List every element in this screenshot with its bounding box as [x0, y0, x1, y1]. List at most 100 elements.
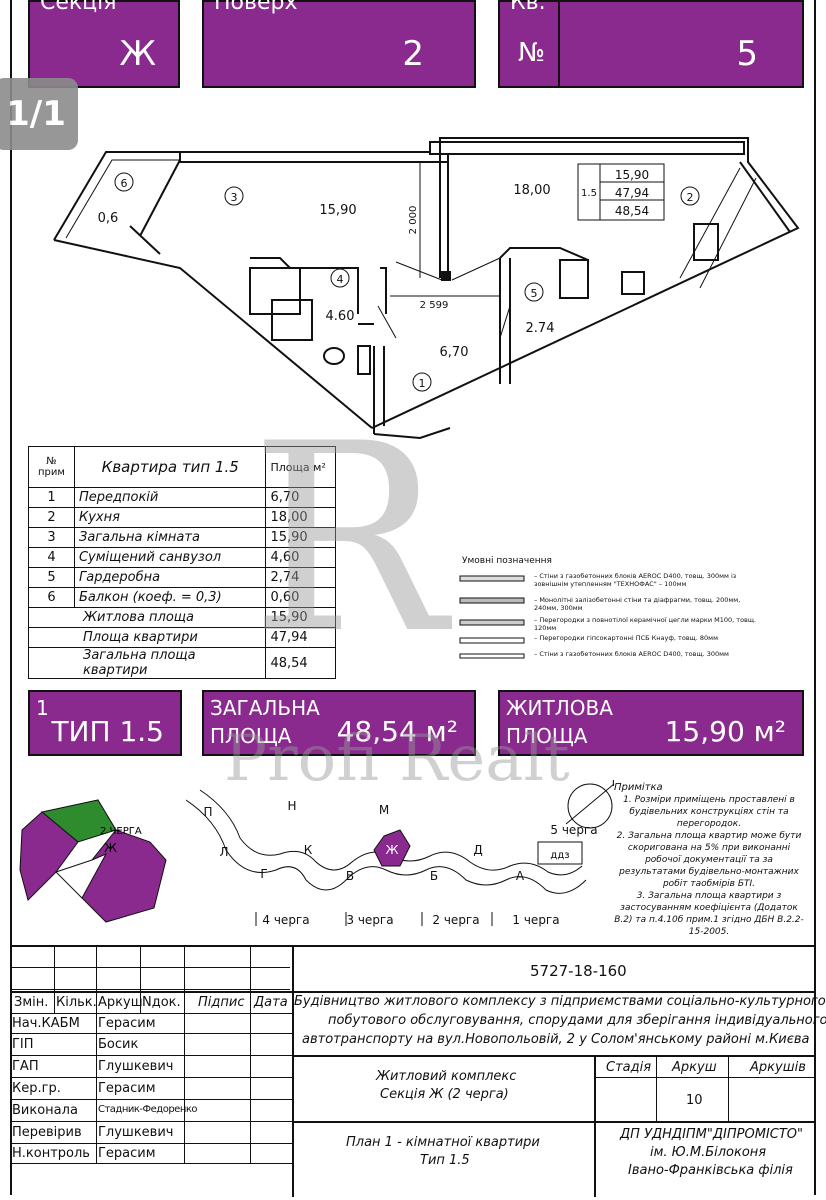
- site-section-label: Б: [430, 869, 438, 883]
- staff-name: Герасим: [98, 1081, 156, 1096]
- section-label: Секція: [40, 0, 117, 15]
- staff-name: Стадник-Федоренко: [98, 1104, 198, 1115]
- total-area-value: 48,54 м²: [336, 715, 458, 748]
- legend-swatch-brick: [459, 619, 525, 626]
- title-block: Змін. Кільк. Аркуш Nдок. Підпис Дата Нач…: [10, 945, 826, 1197]
- project-line: побутового обслуговування, спорудами для…: [328, 1013, 826, 1028]
- staff-role: Перевірив: [12, 1125, 82, 1140]
- staff-name: Босик: [98, 1037, 139, 1052]
- legend-swatch-drywall: [459, 637, 525, 644]
- inset-section: Ж: [104, 841, 117, 855]
- site-section-label: Ж: [386, 843, 399, 857]
- room-table-col-area: Площа м²: [265, 446, 336, 488]
- dim-horizontal: 2 599: [420, 300, 449, 311]
- legend-swatch-concrete: [459, 597, 525, 604]
- site-section-label: А: [516, 869, 525, 883]
- queue-label: 3 черга: [346, 913, 393, 927]
- col-header: Змін.: [14, 995, 49, 1010]
- queue-label: 1 черга: [512, 913, 559, 927]
- living-area-label-2: ПЛОЩА: [506, 724, 588, 748]
- notes-title: Примітка: [614, 782, 663, 793]
- room-tag-2: 2: [687, 191, 694, 204]
- legend-swatch-aeroc-insulated: [459, 575, 525, 582]
- col-header: Підпис: [198, 995, 245, 1010]
- plan-summary-living: 15,90: [615, 168, 649, 182]
- org-line: ДП УДНДІПМ"ДІПРОМІСТО": [620, 1127, 803, 1142]
- room-tag-1: 1: [419, 377, 426, 390]
- site-section-label: Д: [473, 843, 482, 857]
- legend: [459, 575, 525, 659]
- total-area-label-1: ЗАГАЛЬНА: [210, 696, 320, 720]
- drawing-title: План 1 - кімнатної квартири: [346, 1135, 540, 1150]
- floor-value: 2: [402, 34, 424, 74]
- legend-item: – Стіни з газобетонних блоків AEROC D400…: [534, 650, 729, 658]
- total-area-banner: ЗАГАЛЬНА ПЛОЩА 48,54 м²: [202, 690, 476, 756]
- site-section-label: М: [379, 803, 389, 817]
- sheet-label: Аркуш: [672, 1060, 717, 1075]
- site-plan: П Н М Л К Ж Д Г В Б А 4 черга 3 черга 2 …: [186, 780, 616, 927]
- site-section-label: Н: [287, 799, 296, 813]
- dds-label: ддз: [550, 850, 569, 861]
- apartment-value: 5: [736, 34, 758, 74]
- staff-role: Кер.гр.: [12, 1081, 61, 1096]
- legend-swatch-aeroc: [459, 653, 525, 659]
- room-table-title: Квартира тип 1.5: [73, 446, 267, 488]
- type-label: ТИП 1.5: [51, 715, 164, 748]
- type-banner: 1 ТИП 1.5: [28, 690, 182, 756]
- apartment-label: Кв.: [510, 0, 546, 15]
- legend-item: – Перегородки з повнотілої керамічної це…: [534, 616, 757, 632]
- apartment-box: Кв. № 5: [498, 0, 804, 88]
- col-header: Кільк.: [56, 995, 97, 1010]
- site-section-label: П: [203, 805, 212, 819]
- room-area-2: 18,00: [513, 183, 550, 198]
- room-area-4: 4.60: [326, 309, 355, 324]
- col-header: Nдок.: [142, 995, 181, 1010]
- project-line: Будівництво житлового комплексу з підпри…: [294, 994, 826, 1009]
- north-label: П: [612, 780, 616, 789]
- floor-box: Поверх 2: [202, 0, 476, 88]
- plan-summary-total: 48,54: [615, 204, 649, 218]
- queue-label: 4 черга: [262, 913, 309, 927]
- staff-name: Глушкевич: [98, 1059, 174, 1074]
- staff-role: Виконала: [12, 1103, 78, 1118]
- object-line: Житловий комплекс: [376, 1069, 517, 1084]
- staff-name: Герасим: [98, 1016, 156, 1031]
- sheet-number: 10: [686, 1093, 703, 1108]
- note-line: 1. Розміри приміщень проставлені в будів…: [623, 795, 795, 829]
- site-section-label: В: [346, 869, 354, 883]
- plan-summary-apartment: 47,94: [615, 186, 649, 200]
- living-area-value: 15,90 м²: [664, 715, 786, 748]
- doc-code: 5727-18-160: [530, 962, 627, 980]
- section-inset: 2 ЧЕРГА Ж: [19, 799, 167, 923]
- type-number: 1: [36, 696, 49, 720]
- page-counter[interactable]: 1/1: [0, 78, 78, 150]
- room-area-6: 0,6: [98, 211, 119, 226]
- sheets-label: Аркушів: [750, 1060, 806, 1075]
- col-header: Аркуш: [98, 995, 143, 1010]
- floor-label: Поверх: [214, 0, 298, 15]
- outer-wall: [53, 137, 800, 429]
- site-section-label: Г: [260, 867, 267, 881]
- plan-summary-type: 1.5: [581, 188, 597, 199]
- room-tag-3: 3: [231, 191, 238, 204]
- site-section-label: К: [304, 843, 313, 857]
- legend-item: – Стіни з газобетонних блоків AEROC D400…: [534, 572, 737, 588]
- room-tag-4: 4: [337, 273, 344, 286]
- room-area-1: 6,70: [440, 345, 469, 360]
- notes: Примітка 1. Розміри приміщень проставлен…: [614, 782, 804, 938]
- legend-title: Умовні позначення: [462, 556, 552, 566]
- dim-vertical: 2 000: [408, 206, 419, 235]
- room-tag-6: 6: [121, 177, 128, 190]
- floor-plan: 6 3 2 4 5 1 0,6 15,90 18,00 4.60 2.74 6,…: [53, 137, 800, 440]
- col-header: Дата: [254, 995, 288, 1010]
- room-table-col-no: № прим: [28, 446, 75, 488]
- staff-role: ГАП: [12, 1059, 39, 1074]
- drawing-subtitle: Тип 1.5: [420, 1153, 470, 1168]
- staff-role: ГІП: [12, 1037, 34, 1052]
